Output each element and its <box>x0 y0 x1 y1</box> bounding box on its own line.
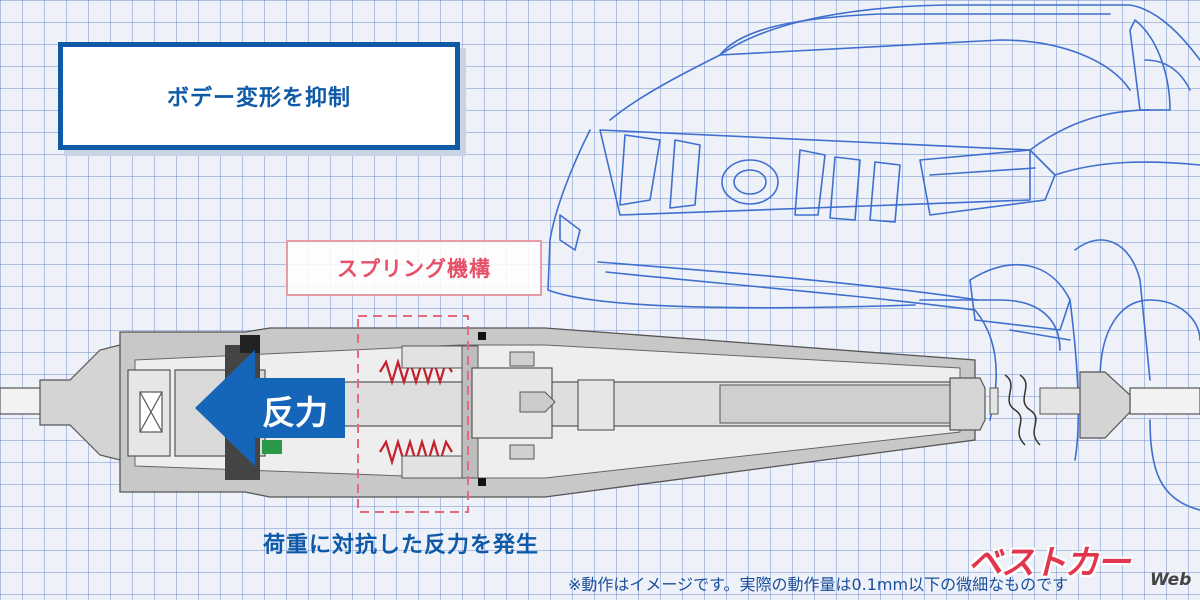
spring-mechanism-label: スプリング機構 <box>337 257 491 281</box>
disclaimer-note: ※動作はイメージです。実際の動作量は0.1mm以下の微細なものです <box>568 575 1069 594</box>
coupling-clip-top <box>509 351 535 367</box>
shaft-stub-left <box>989 387 999 415</box>
rod-sleeve <box>719 384 951 424</box>
reaction-force-label: 反力 <box>262 393 328 432</box>
spring-mechanism-label-box: スプリング機構 <box>286 240 542 296</box>
title-text: ボデー変形を抑制 <box>166 86 351 111</box>
break-mark-right <box>1019 374 1041 446</box>
brand-logo: ベストカー <box>968 543 1131 583</box>
coupling-tip <box>519 391 556 413</box>
stopper-bottom <box>478 478 486 486</box>
title-box: ボデー変形を抑制 <box>58 42 460 150</box>
right-end-fitting <box>1079 371 1131 439</box>
spring-highlight-box <box>357 315 469 513</box>
seal-cap-top <box>240 335 260 353</box>
break-mark-left <box>1004 374 1026 446</box>
coupling-clip-bottom <box>509 444 535 460</box>
stopper-top <box>478 332 486 340</box>
upper-spring-seat <box>401 345 463 369</box>
right-joint <box>949 377 986 431</box>
caption: 荷重に対抗した反力を発生 <box>263 533 540 558</box>
green-ring <box>262 440 282 454</box>
x-marker <box>139 391 163 433</box>
reaction-arrow <box>195 350 345 466</box>
right-shaft <box>1129 387 1200 415</box>
lower-spring-seat <box>401 455 463 479</box>
nut <box>577 379 615 431</box>
brand-logo-suffix: Web <box>1150 570 1192 590</box>
